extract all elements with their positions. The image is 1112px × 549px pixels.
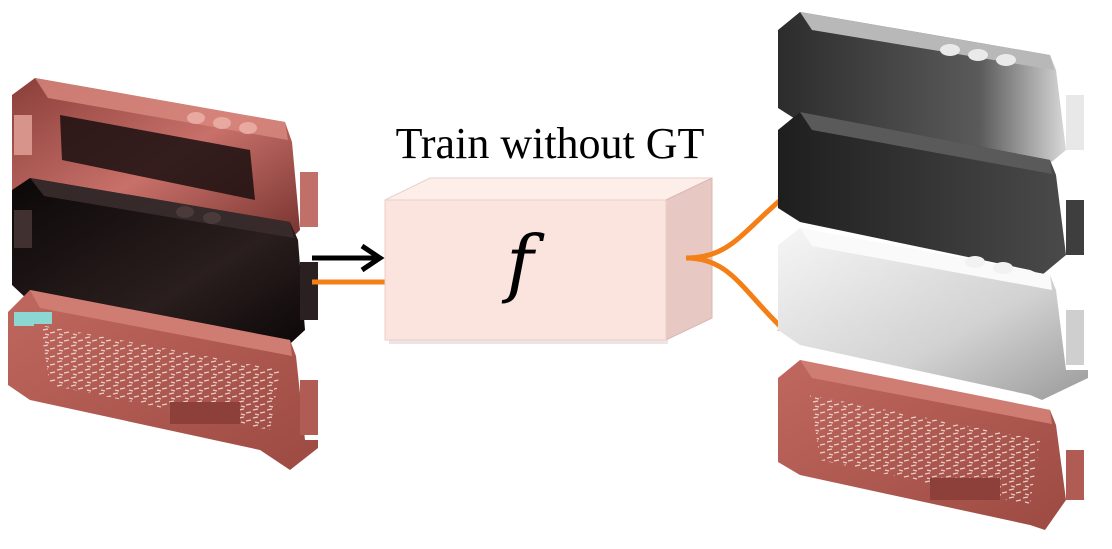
orange-output-arrows xyxy=(685,193,788,334)
output-white-image xyxy=(778,228,1088,400)
diagram-title: Train without GT xyxy=(395,119,705,168)
output-albedo-image xyxy=(778,360,1084,530)
output-dark-gray-image xyxy=(778,112,1084,275)
input-albedo-image xyxy=(8,290,318,470)
function-symbol: f xyxy=(506,220,534,306)
black-arrow xyxy=(312,243,385,273)
